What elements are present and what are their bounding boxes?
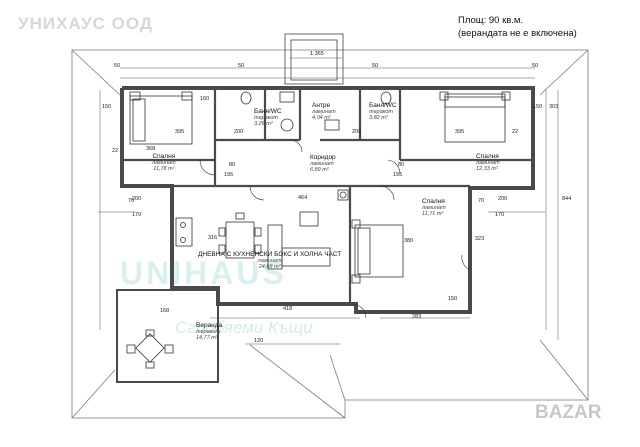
roof-outline	[71, 49, 589, 419]
dimension-label: 844	[562, 196, 572, 202]
dimension-label: 160	[200, 96, 210, 102]
room-label-bedroom-right: Спалня ламинат 12,33 m²	[476, 153, 500, 172]
dimension-label: 395	[455, 129, 465, 135]
doors	[199, 139, 471, 319]
dimension-label: 380	[404, 238, 414, 244]
area-info: Площ: 90 кв.м. (верандата не е включена)	[458, 14, 577, 40]
dimension-label: 395	[175, 129, 185, 135]
dimension-label: 200	[352, 129, 362, 135]
dimension-label: 22	[512, 129, 519, 135]
dimension-label: 70	[478, 198, 485, 204]
dimension-label: 200	[234, 129, 244, 135]
room-label-bedroom-left: Спалня ламинат 11,78 m²	[152, 153, 176, 172]
dimension-label: 50	[114, 63, 121, 69]
dimension-label: 150	[102, 104, 112, 110]
bed-right	[439, 91, 511, 143]
dimension-label: 323	[475, 236, 485, 242]
dimension-label: 464	[298, 195, 308, 201]
dimension-label: 200	[132, 196, 142, 202]
veranda-outline	[116, 289, 219, 383]
kitchen-counter	[175, 217, 193, 247]
area-note: (верандата не е включена)	[458, 28, 577, 39]
dimension-label: 150	[448, 296, 458, 302]
interior-walls	[122, 88, 533, 304]
dimension-label: 418	[283, 306, 293, 312]
watermark-logo: UNIHAUS	[120, 255, 287, 291]
fireplace	[337, 189, 349, 201]
dimension-label: 316	[208, 235, 218, 241]
room-label-veranda: Веранда теракот 14,77 m²	[196, 322, 223, 341]
dimension-label: 368	[146, 146, 156, 152]
dimension-label: 80	[229, 162, 236, 168]
sofa-set	[267, 211, 331, 270]
watermark-tagline: Сглобяеми Къщи	[175, 318, 313, 337]
dimension-label: 22	[112, 148, 119, 154]
dimension-label: 170	[495, 212, 505, 218]
dimension-label: 200	[498, 196, 508, 202]
dimension-label: 170	[132, 212, 142, 218]
chimney	[284, 33, 344, 85]
room-label-bath-right: Баня/WC теракот 3,82 m²	[369, 102, 397, 121]
room-label-bedroom-middle: Спалня ламинат 11,71 m²	[422, 198, 446, 217]
dimension-label: 50	[532, 63, 539, 69]
dimension-label: 168	[160, 308, 170, 314]
area-total: Площ: 90 кв.м.	[458, 15, 524, 26]
dimension-label: 195	[224, 172, 234, 178]
veranda-table	[126, 329, 174, 369]
dimension-label: 1.365	[310, 51, 324, 57]
dimension-label: 195	[393, 172, 403, 178]
room-label-corridor: Коридор ламинат 6,89 m²	[310, 154, 336, 173]
dimension-label: 80	[398, 162, 405, 168]
company-name: УНИХАУС ООД	[18, 14, 153, 33]
dimension-label: 70	[128, 198, 135, 204]
dimension-label: 303	[549, 104, 559, 110]
dimension-label: 283	[412, 314, 422, 320]
room-label-antre: Антре ламинат 4,04 m²	[312, 102, 336, 121]
dimension-label: 50	[238, 63, 245, 69]
room-label-bath-left: Баня/WC теракот 3,26 m²	[254, 108, 282, 127]
room-label-living: ДНЕВНА С КУХНЕНСКИ БОКС И ХОЛНА ЧАСТ лам…	[198, 251, 342, 270]
dimension-lines	[98, 57, 559, 345]
dining-table	[218, 212, 262, 259]
bed-middle	[351, 219, 404, 284]
bazar-logo: BAZAR	[535, 402, 602, 423]
bathroom-fixtures	[240, 91, 392, 132]
bed-left	[129, 91, 193, 145]
dimension-label: 50	[372, 63, 379, 69]
dimension-label: 150	[533, 104, 543, 110]
dimension-label: 120	[254, 338, 264, 344]
